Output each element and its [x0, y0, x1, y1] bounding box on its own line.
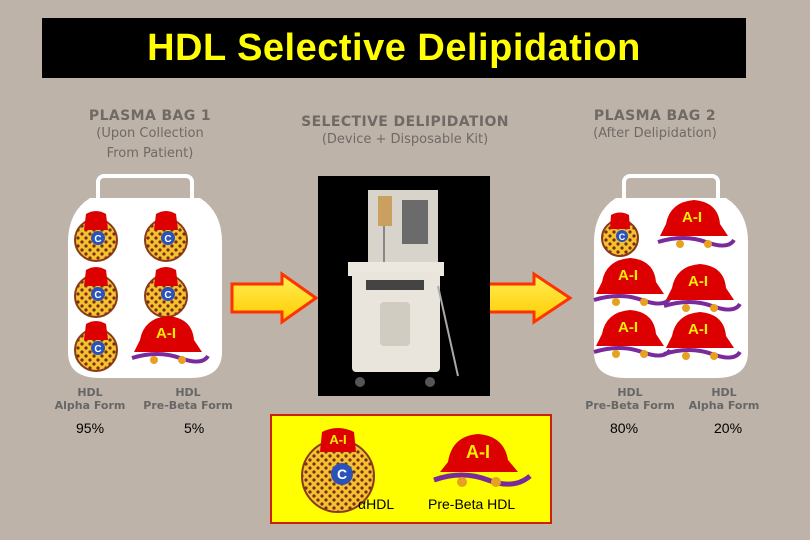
bag2-header: PLASMA BAG 2 (After Delipidation) — [575, 108, 735, 144]
apo-label: A-I — [466, 442, 490, 462]
core-label: C — [337, 466, 347, 482]
label-line-2: Pre-Beta Form — [143, 399, 233, 412]
alpha-hdl-particle: C — [601, 212, 639, 257]
legend-box: A-I C A-I αHDL Pre-Beta HDL — [270, 414, 552, 524]
label-line-1: HDL — [617, 386, 643, 399]
delipidation-device-image — [318, 176, 490, 396]
prebeta-hdl-particle: A-I — [663, 312, 742, 360]
arrow-right-icon — [230, 271, 319, 325]
plasma-bag-1: C C C C C A-I — [68, 174, 222, 378]
legend-prebeta-hdl: Pre-Beta HDL — [428, 496, 516, 512]
bag1-header: PLASMA BAG 1 (Upon Collection From Patie… — [70, 108, 230, 164]
alpha-hdl-particle: C — [74, 211, 118, 262]
prebeta-hdl-legend-particle: A-I — [433, 434, 532, 487]
bag1-alpha-label: HDL Alpha Form — [50, 386, 130, 412]
bag2-title: PLASMA BAG 2 — [593, 108, 717, 124]
apo-label: A-I — [618, 267, 638, 284]
apo-label: A-I — [688, 273, 708, 290]
label-line-1: HDL — [175, 386, 201, 399]
apo-label: A-I — [682, 209, 702, 226]
prebeta-hdl-particle: A-I — [131, 316, 210, 364]
core-label: C — [619, 232, 626, 242]
bag1-alpha-percent: 95% — [76, 420, 105, 436]
bag1-subtitle-2: From Patient) — [106, 146, 194, 161]
bag2-alpha-label: HDL Alpha Form — [682, 386, 766, 412]
label-line-1: HDL — [711, 386, 737, 399]
apo-label: A-I — [618, 319, 638, 336]
prebeta-hdl-particle: A-I — [663, 264, 742, 312]
core-label: C — [164, 234, 171, 245]
alpha-hdl-particle: C — [144, 211, 188, 262]
core-label: C — [94, 234, 101, 245]
prebeta-hdl-particle: A-I — [657, 200, 736, 248]
middle-header: SELECTIVE DELIPIDATION (Device + Disposa… — [290, 114, 520, 150]
label-line-1: HDL — [77, 386, 103, 399]
bag2-prebeta-label: HDL Pre-Beta Form — [578, 386, 682, 412]
prebeta-hdl-particle: A-I — [593, 258, 672, 306]
page-title: HDL Selective Delipidation — [42, 18, 746, 78]
middle-title: SELECTIVE DELIPIDATION — [301, 114, 509, 130]
bag2-subtitle: (After Delipidation) — [593, 126, 717, 141]
bag1-prebeta-label: HDL Pre-Beta Form — [136, 386, 240, 412]
bag2-prebeta-percent: 80% — [610, 420, 639, 436]
core-label: C — [94, 290, 101, 301]
legend-alpha-hdl: αHDL — [358, 496, 395, 512]
core-label: C — [94, 344, 101, 355]
middle-subtitle: (Device + Disposable Kit) — [321, 132, 489, 147]
label-line-2: Alpha Form — [54, 399, 126, 412]
label-line-2: Pre-Beta Form — [585, 399, 675, 412]
core-label: C — [164, 290, 171, 301]
bag1-title: PLASMA BAG 1 — [88, 108, 212, 124]
apo-label: A-I — [688, 321, 708, 338]
alpha-hdl-particle: C — [74, 267, 118, 318]
bag1-prebeta-percent: 5% — [184, 420, 205, 436]
bag2-alpha-percent: 20% — [714, 420, 743, 436]
alpha-hdl-particle: C — [74, 321, 118, 372]
alpha-hdl-particle: C — [144, 267, 188, 318]
apo-label: A-I — [329, 432, 346, 447]
plasma-bag-2: C A-I A-I A-I A-I A-I — [593, 174, 748, 378]
bag1-subtitle-1: (Upon Collection — [96, 126, 204, 141]
alpha-hdl-legend-particle: A-I C — [301, 428, 375, 513]
apo-label: A-I — [156, 325, 176, 342]
label-line-2: Alpha Form — [688, 399, 760, 412]
